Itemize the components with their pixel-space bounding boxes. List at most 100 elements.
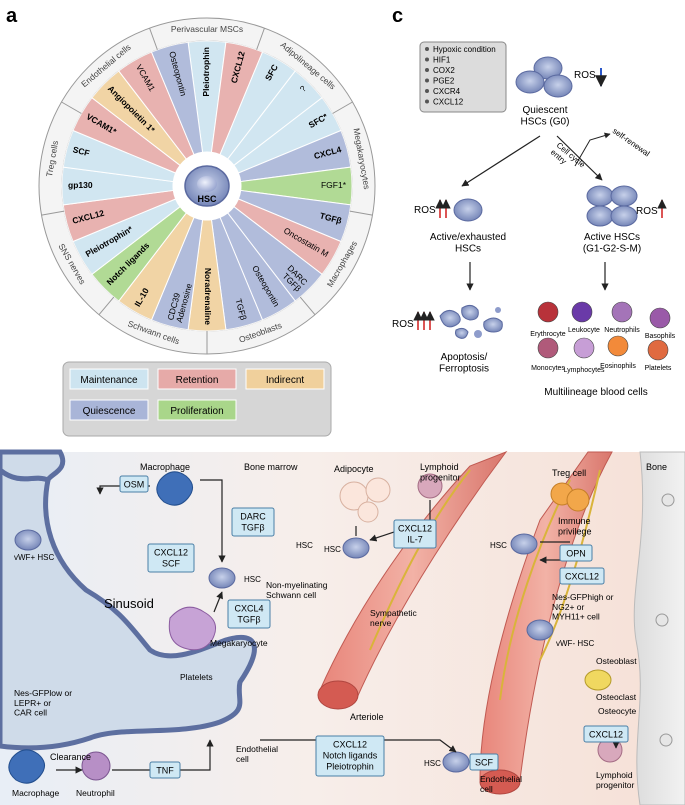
blood-cell-label: Platelets bbox=[645, 365, 672, 372]
factor-label: FGF1* bbox=[321, 180, 347, 190]
signal-box-cxcl12-scf bbox=[147, 543, 195, 573]
factor-label: Pleiotrophin bbox=[201, 47, 211, 97]
lymphoid-progenitor-top-cell bbox=[417, 473, 443, 499]
ring-divider bbox=[256, 27, 265, 50]
conditions-box bbox=[419, 41, 507, 113]
label-vwf-plus-hsc: vWF+ HSC bbox=[14, 553, 54, 562]
osteocyte-shapes bbox=[655, 493, 675, 747]
condition-item: HIF1 bbox=[433, 56, 451, 65]
ring-divider bbox=[332, 101, 353, 114]
exhausted-hsc bbox=[453, 198, 483, 222]
blood-cell-label: Leukocyte bbox=[568, 327, 600, 334]
ring-divider bbox=[349, 210, 373, 216]
legend-label: Retention bbox=[176, 375, 219, 386]
legend-label: Maintenance bbox=[80, 375, 138, 386]
signal-box-darc-tgfb bbox=[231, 507, 275, 537]
treg-cells bbox=[550, 482, 590, 512]
legend-label: Proliferation bbox=[170, 406, 223, 417]
sinusoid-vessel bbox=[0, 466, 257, 751]
label-hsc: HSC bbox=[244, 575, 261, 584]
label-hsc-small: HSC bbox=[296, 541, 313, 550]
blood-cell-icon bbox=[571, 301, 593, 323]
osteoclast-cell bbox=[584, 669, 612, 691]
label-bone: Bone bbox=[646, 462, 667, 472]
panel-a-letter: a bbox=[6, 5, 18, 27]
blood-cell-label: Erythrocyte bbox=[530, 331, 566, 338]
signal-box-cxcl4-tgfb bbox=[227, 599, 271, 629]
label-osteocyte: Osteocyte bbox=[598, 706, 637, 716]
label-platelets: Platelets bbox=[180, 672, 213, 682]
quiescent-hsc-cluster bbox=[515, 56, 573, 98]
signal-box-text: SCF bbox=[475, 758, 494, 768]
active-label: Active HSCs(G1-G2-S-M) bbox=[583, 232, 641, 255]
signal-box-cxcl12-right bbox=[559, 567, 605, 585]
blood-cell-label: Basophils bbox=[645, 333, 676, 340]
label-arteriole: Arteriole bbox=[350, 712, 384, 722]
arteriole-lumen bbox=[317, 680, 359, 710]
multilineage-label: Multilineage blood cells bbox=[544, 387, 647, 398]
panel-c-letter: c bbox=[392, 5, 403, 27]
condition-bullet bbox=[425, 57, 429, 62]
signal-box-scf bbox=[469, 753, 499, 771]
signal-box-tnf bbox=[149, 761, 181, 779]
blood-cell-label: Monocytes bbox=[531, 365, 565, 372]
ros-quiescent: ROS bbox=[574, 70, 596, 81]
blood-cell-icon bbox=[537, 301, 559, 323]
condition-item: COX2 bbox=[433, 66, 455, 75]
condition-bullet bbox=[425, 99, 429, 104]
condition-item: PGE2 bbox=[433, 77, 455, 86]
sinusoid-top bbox=[0, 449, 66, 484]
legend-swatch bbox=[157, 399, 237, 421]
macrophage-bottom-cell bbox=[8, 749, 45, 784]
factor-label: SCF bbox=[72, 144, 91, 158]
signal-box-text: TNF bbox=[156, 766, 174, 776]
ros-up-arrows-2 bbox=[435, 199, 451, 218]
blood-cell-label: Neutrophils bbox=[604, 327, 640, 334]
center-hsc-nucleus bbox=[197, 176, 217, 192]
cell-cycle-entry-label: Cell cycleentry bbox=[549, 141, 587, 177]
signal-box-osm bbox=[119, 475, 149, 493]
label-macrophage-top: Macrophage bbox=[140, 462, 190, 472]
active-hsc-cluster bbox=[586, 185, 638, 227]
ring-divider bbox=[98, 296, 115, 316]
apoptotic-fragments bbox=[439, 304, 503, 339]
label-clearance: Clearance bbox=[50, 752, 91, 762]
endothelial-vessel bbox=[479, 451, 613, 781]
factor-label: Noradrenaline bbox=[203, 268, 213, 325]
ring-divider bbox=[41, 210, 65, 216]
macrophage-top-cell bbox=[156, 471, 193, 506]
blood-cell-label: Lymphocytes bbox=[564, 367, 605, 374]
condition-item: CXCR4 bbox=[433, 87, 461, 96]
center-hsc-label: HSC bbox=[197, 194, 217, 204]
ring-divider bbox=[299, 296, 316, 316]
self-renewal-arrow bbox=[574, 132, 611, 167]
legend-swatch bbox=[245, 368, 325, 390]
ros-up-arrows-3 bbox=[413, 311, 435, 330]
label-neutrophil: Neutrophil bbox=[76, 788, 115, 798]
signal-box-text: CXCL12 bbox=[565, 572, 599, 582]
ros-apoptosis: ROS bbox=[392, 319, 414, 330]
label-macrophage-bottom: Macrophage bbox=[12, 788, 60, 798]
signal-box-cxcl12-notch bbox=[315, 735, 385, 777]
blood-cell-icon bbox=[537, 337, 559, 359]
label-adipocyte: Adipocyte bbox=[334, 464, 374, 474]
blood-cell-icon bbox=[611, 301, 633, 323]
adipocytes bbox=[339, 477, 391, 523]
condition-item: CXCL12 bbox=[433, 98, 464, 107]
vessel-lumen bbox=[479, 769, 521, 795]
signal-box-text: OSM bbox=[124, 480, 145, 490]
arrow-to-exhausted bbox=[461, 135, 541, 187]
